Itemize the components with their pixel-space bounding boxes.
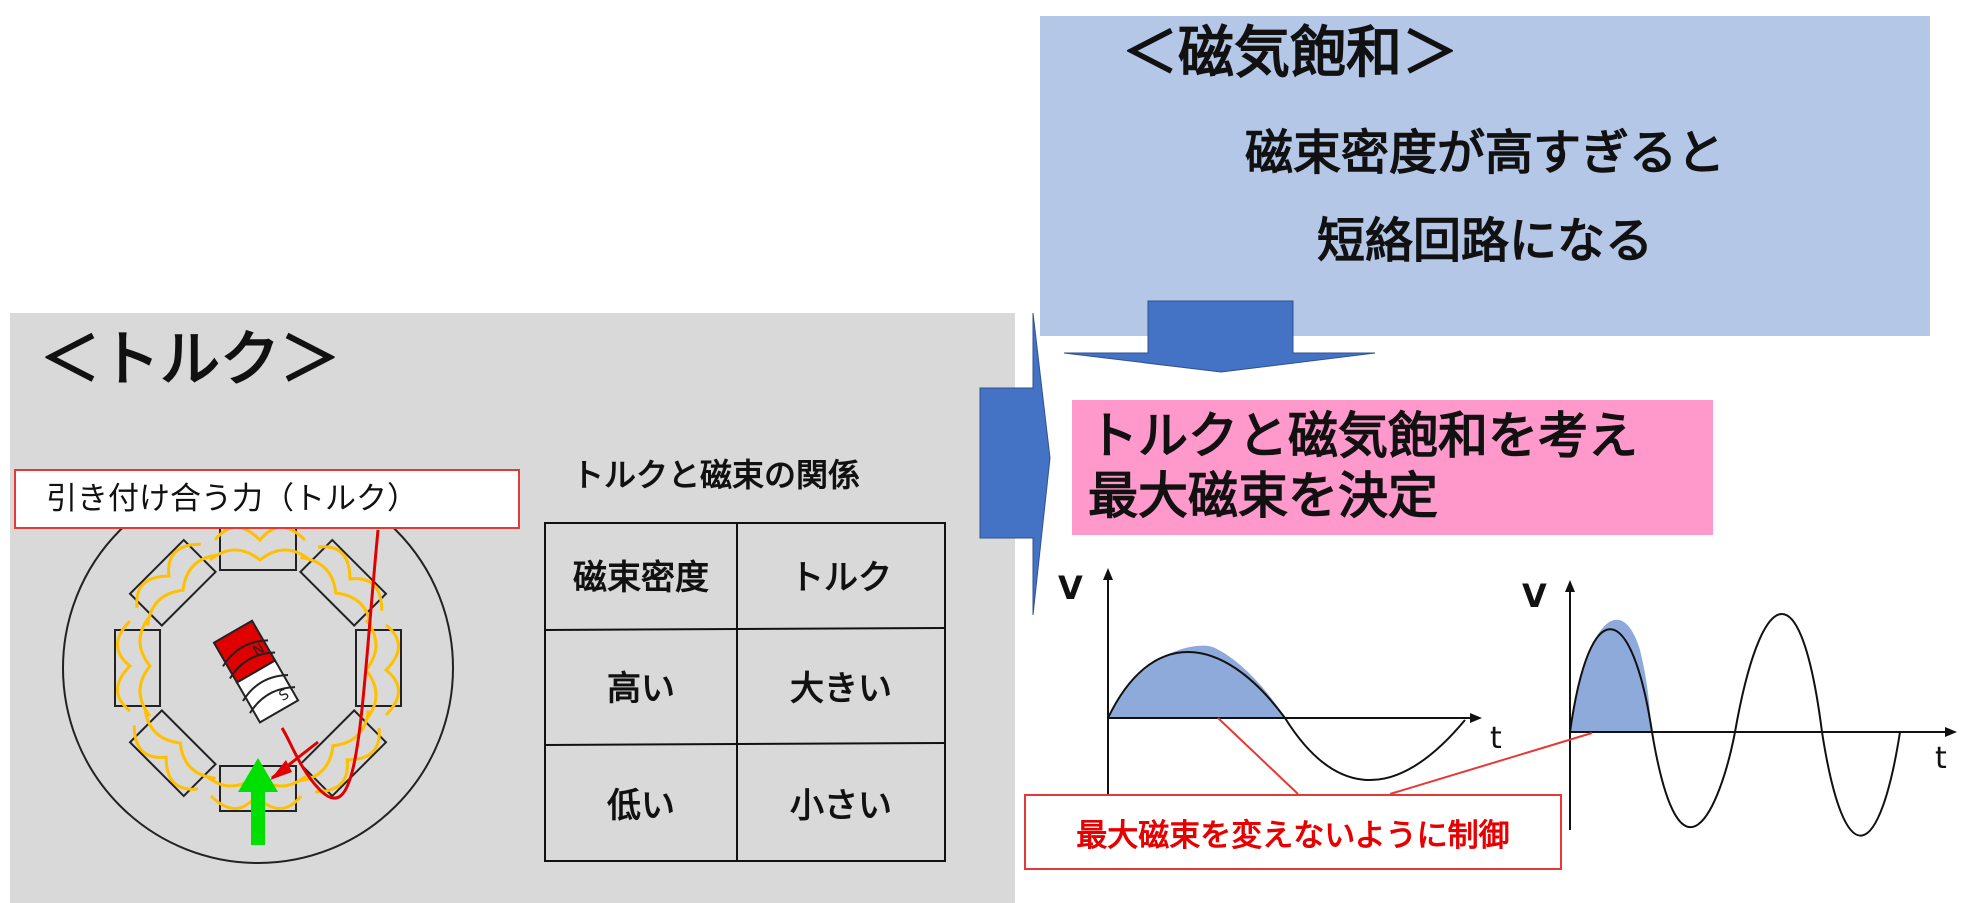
waveform-2-fill: [1570, 619, 1652, 732]
table-title: トルクと磁束の関係: [572, 456, 861, 494]
coil-winding: [116, 615, 152, 717]
right-arrow-icon: [979, 312, 1051, 616]
rotor-magnet: N S: [212, 619, 300, 724]
green-arrow-shaft: [251, 790, 265, 845]
coil-winding: [297, 710, 381, 794]
conclusion-box: [1072, 400, 1713, 535]
saturation-text-line2: 短絡回路になる: [1316, 213, 1653, 269]
waveform-2-t-label: t: [1935, 741, 1947, 776]
table-header-torque: トルク: [790, 558, 892, 598]
green-arrow-head: [238, 758, 278, 792]
stator-tooth: [114, 629, 161, 707]
waveform-2: [1565, 580, 1957, 837]
coil-winding: [132, 707, 216, 791]
stator-tooth: [299, 709, 388, 798]
waveform-2-v-label: V: [1522, 577, 1547, 615]
stator-tooth: [128, 538, 217, 627]
connector-line-1: [1217, 717, 1299, 795]
table-cell: 高い: [607, 669, 675, 709]
conclusion-line1: トルクと磁気飽和を考え: [1088, 407, 1638, 465]
waveform-1-t-label: t: [1490, 721, 1502, 756]
motor-diagram: N S: [62, 472, 454, 864]
saturation-panel: [1040, 16, 1930, 336]
coil-winding: [135, 542, 219, 626]
table-cell: 低い: [607, 785, 675, 826]
saturation-text-line1: 磁束密度が高すぎると: [1244, 125, 1725, 181]
coil-winding: [300, 545, 384, 629]
force-curve: [280, 529, 380, 800]
connector-line-2: [1389, 732, 1593, 795]
stator-tooth: [219, 524, 297, 571]
torque-title: ＜トルク＞: [40, 325, 340, 395]
waveform-1-fill: [1108, 645, 1285, 718]
table-header-flux-density: 磁束密度: [573, 558, 709, 598]
force-label: 引き付け合う力（トルク）: [14, 469, 520, 529]
control-label: 最大磁束を変えないように制御: [1024, 794, 1562, 870]
conclusion-line2: 最大磁束を決定: [1088, 467, 1438, 525]
force-arrowhead: [270, 760, 292, 780]
relation-table: 磁束密度 トルク 高い 大きい 低い 小さい: [545, 521, 945, 861]
coil-winding: [209, 526, 311, 562]
waveform-1-v-label: V: [1058, 569, 1083, 607]
stator-tooth: [128, 709, 217, 798]
table-cell: 小さい: [790, 785, 892, 826]
table-grid: [544, 522, 946, 862]
waveform-1: [1103, 568, 1482, 795]
saturation-title: ＜磁気飽和＞: [1122, 21, 1458, 86]
down-arrow-icon: [1063, 300, 1376, 373]
table-cell: 大きい: [790, 669, 892, 709]
